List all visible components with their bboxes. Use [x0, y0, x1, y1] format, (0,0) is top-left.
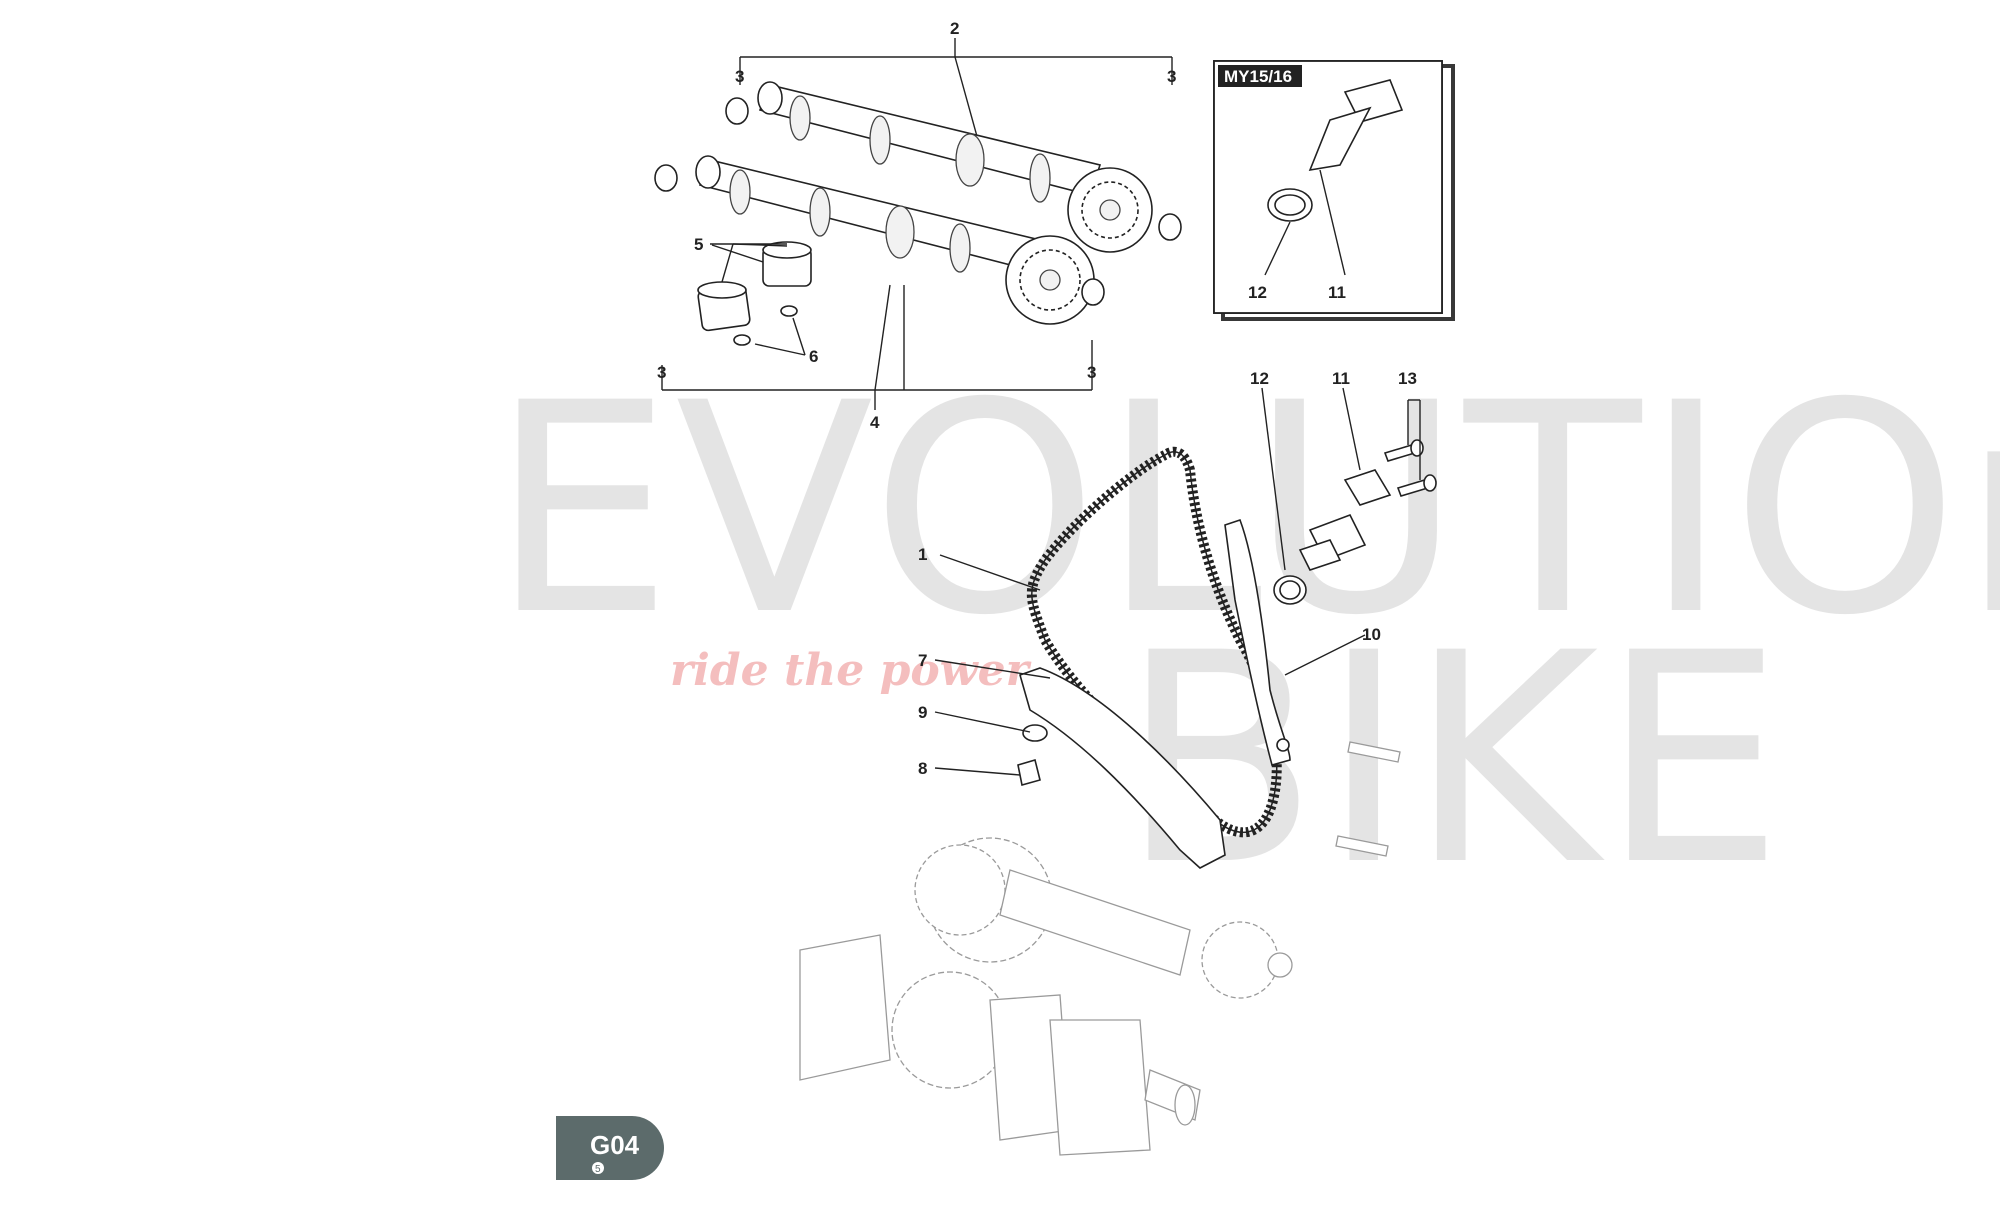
bracket-camshafts-bottom	[661, 284, 1093, 410]
bearing-shell-top-left	[725, 97, 749, 125]
callout-3-top-right: 3	[1167, 67, 1176, 86]
callout-leaders	[711, 244, 1421, 776]
callout-3-bottom-right: 3	[1087, 363, 1096, 382]
callout-3-bottom-left: 3	[657, 363, 666, 382]
callout-3-top-left: 3	[735, 67, 744, 86]
tappets	[697, 241, 812, 332]
bearing-shell-top-right	[1158, 213, 1182, 241]
balance-shaft	[914, 837, 1293, 999]
callout-8: 8	[918, 759, 927, 778]
callout-9: 9	[918, 703, 927, 722]
callout-12: 12	[1250, 369, 1269, 388]
watermark-tagline: ride the power	[670, 645, 1032, 696]
page-code-sub: 5	[595, 1164, 601, 1175]
callout-11: 11	[1332, 369, 1350, 388]
chain-guide	[1019, 667, 1226, 869]
guide-washer	[1022, 724, 1048, 742]
inset-tensioner-body	[1308, 106, 1372, 172]
bracket-camshafts-top	[739, 38, 1173, 141]
callout-7: 7	[918, 651, 927, 670]
inset-panel: MY15/16 12 11	[1213, 60, 1455, 321]
callout-1: 1	[918, 545, 927, 564]
callout-6: 6	[809, 347, 818, 366]
callout-2: 2	[950, 19, 959, 38]
guide-bolt	[1017, 758, 1041, 787]
page-code-badge: G04 5	[556, 1116, 664, 1180]
callout-labels: 2 3 3 3 3 4 5 6 1 7 9 8 10 12 11 13	[657, 19, 1417, 778]
crankshaft	[799, 934, 1201, 1156]
callout-10: 10	[1362, 625, 1381, 644]
callout-13: 13	[1398, 369, 1417, 388]
camshaft-intake	[695, 155, 1095, 325]
chain-tensioner	[1298, 469, 1392, 571]
bearing-shell-bottom-left	[654, 164, 678, 192]
watermark-word-bike: BIKE	[1120, 592, 1786, 929]
inset-badge-label: MY15/16	[1224, 67, 1292, 86]
bearing-shell-bottom-right	[1081, 278, 1105, 306]
page-code: G04	[590, 1130, 640, 1160]
inset-badge-bg	[1218, 65, 1302, 87]
inset-callout-11: 11	[1328, 283, 1346, 302]
dowel-pins	[1335, 741, 1401, 857]
callout-5: 5	[694, 235, 703, 254]
camshaft-exhaust	[757, 81, 1153, 253]
shims	[733, 305, 806, 356]
callout-4: 4	[870, 413, 880, 432]
inset-callout-12: 12	[1248, 283, 1267, 302]
